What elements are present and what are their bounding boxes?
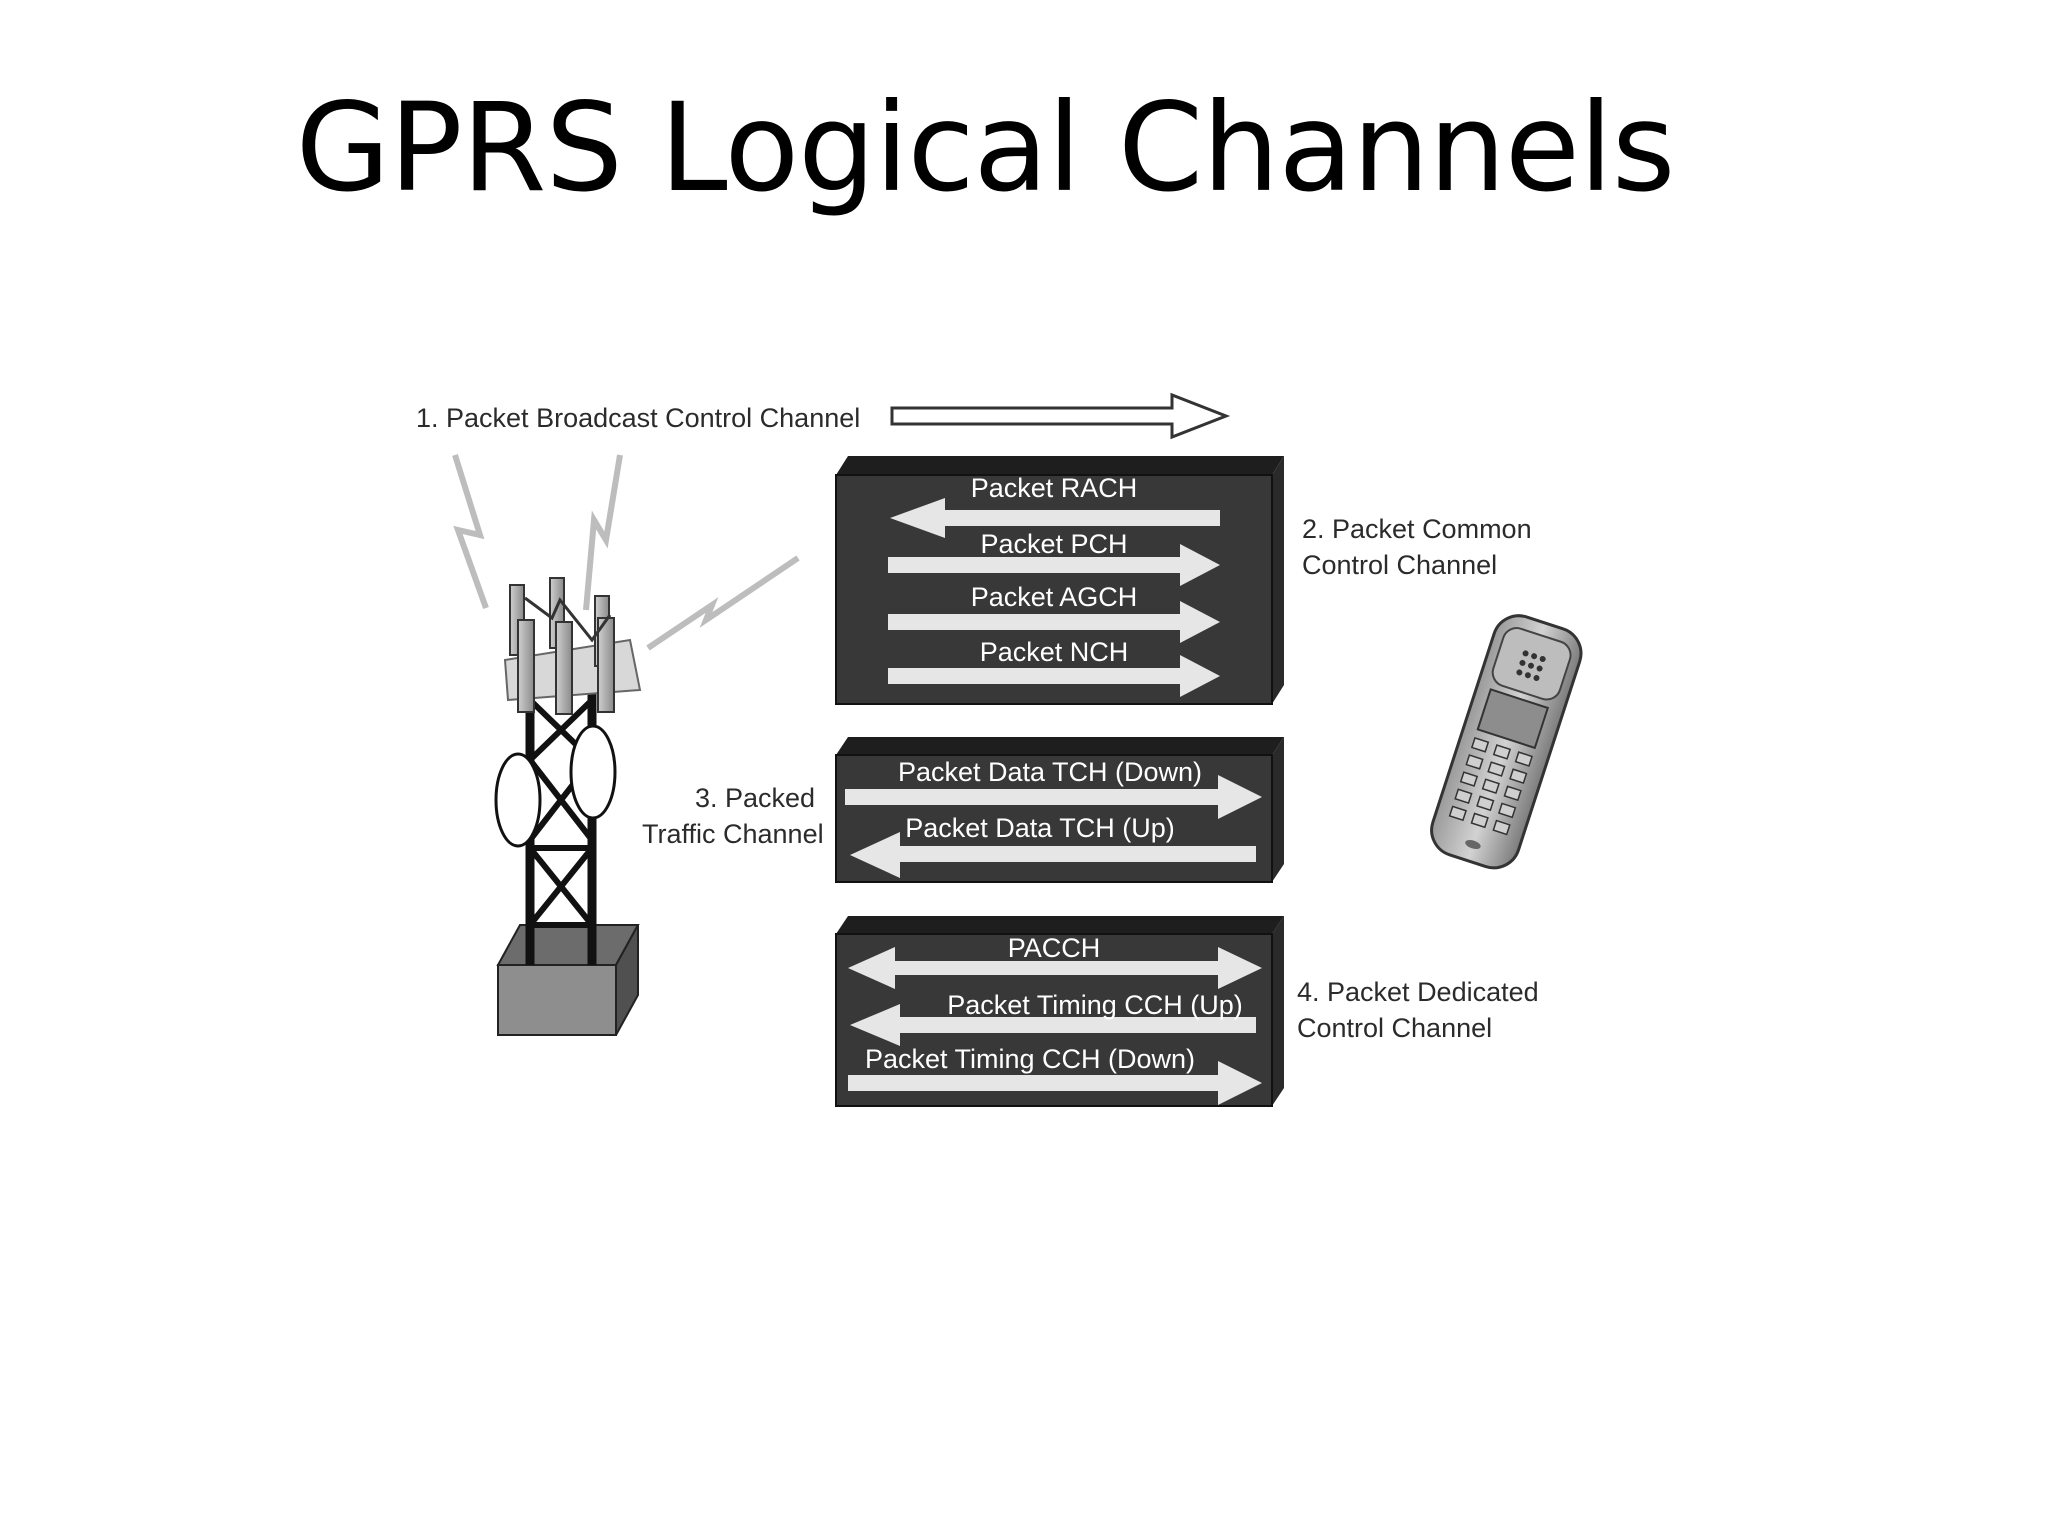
channel-label-packet-agch: Packet AGCH [970,582,1138,612]
page-title: GPRS Logical Channels [295,77,1676,219]
arrow-right-icon [845,775,1262,819]
traffic-channel-label-line2: Traffic Channel [642,819,824,849]
arrow-right-icon [888,655,1220,697]
arrow-right-icon [848,1061,1262,1105]
cell-tower-icon [494,577,642,1036]
channel-label-timing-up: Packet Timing CCH (Up) [947,990,1243,1020]
mobile-phone-icon [1430,614,1583,870]
arrow-left-icon [850,832,1256,878]
arrow-double-icon [848,947,1262,989]
traffic-channel-label-line1: 3. Packed [695,783,816,813]
radio-signal-icon [452,454,800,651]
common-channel-label-line2: Control Channel [1302,550,1498,580]
channel-label-packet-rach: Packet RACH [970,473,1138,503]
channel-label-timing-down: Packet Timing CCH (Down) [864,1044,1196,1074]
common-channel-label-line1: 2. Packet Common [1302,514,1532,544]
channel-label-packet-pch: Packet PCH [980,529,1128,559]
channel-label-tch-down: Packet Data TCH (Down) [897,757,1203,787]
channel-label-tch-up: Packet Data TCH (Up) [905,813,1175,843]
broadcast-arrow-icon [890,392,1231,440]
broadcast-channel-label: 1. Packet Broadcast Control Channel [416,403,861,433]
arrow-right-icon [888,544,1220,586]
channel-label-packet-nch: Packet NCH [979,637,1129,667]
arrow-right-icon [888,601,1220,643]
dedicated-channel-label-line2: Control Channel [1297,1013,1493,1043]
channel-arrows [845,498,1262,1105]
arrow-left-icon [850,1004,1256,1046]
arrow-left-icon [890,498,1220,538]
channel-label-pacch: PACCH [1007,933,1101,963]
dedicated-channel-label-line1: 4. Packet Dedicated [1297,977,1539,1007]
